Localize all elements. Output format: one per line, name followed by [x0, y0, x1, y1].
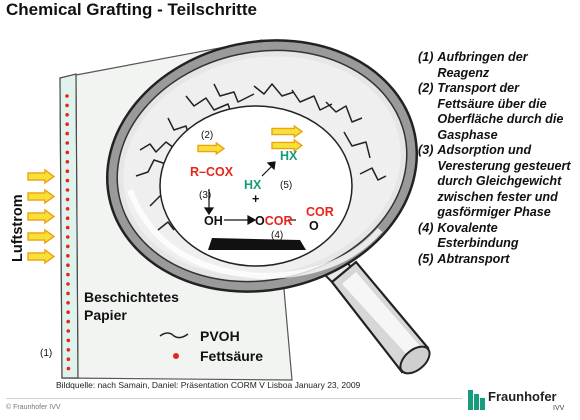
airflow-arrow — [27, 228, 56, 245]
fatty-acid-dot — [66, 301, 70, 305]
fatty-acid-dot — [66, 244, 70, 249]
fatty-acid-dot — [65, 150, 70, 155]
fatty-acid-dot — [66, 254, 70, 258]
step-number: (2) — [418, 81, 434, 95]
step-text: Kovalente Esterbindung — [437, 220, 519, 251]
steps-list: (1)Aufbringen der Reagenz(2)Transport de… — [418, 50, 578, 267]
hx-mid: HX — [244, 178, 262, 192]
step-text: Abtransport — [437, 251, 510, 266]
gas-arrow — [197, 141, 226, 156]
airflow-arrows — [27, 168, 56, 265]
fatty-acid-dot — [66, 272, 70, 277]
fatty-acid-dot — [66, 263, 70, 268]
fatty-acid-dot — [66, 310, 70, 315]
cor-right: COR — [306, 205, 334, 219]
fettsaeure-legend-icon — [173, 353, 179, 359]
ester-formula: OCOR — [255, 214, 293, 228]
logo-sub: IVV — [553, 405, 565, 412]
o-right: O — [309, 219, 319, 233]
fatty-acid-dot — [65, 216, 70, 220]
step-item: (3)Adsorption und Veresterung gesteuert … — [418, 143, 578, 221]
pvoh-legend-icon — [159, 332, 189, 339]
step-number: (4) — [418, 220, 434, 235]
magnifier-handle — [310, 244, 431, 375]
gas-arrow — [271, 124, 304, 139]
fatty-acid-dot — [66, 366, 71, 371]
page-title: Chemical Grafting - Teilschritte — [6, 0, 257, 19]
legend-pvoh-label: PVOH — [200, 328, 240, 344]
reaction-arrows — [203, 161, 296, 226]
fatty-acid-dot — [65, 188, 70, 192]
paper-label-line2: Papier — [84, 307, 127, 323]
fatty-acid-dot — [66, 319, 70, 324]
step-text: Transport der Fettsäure über die Oberflä… — [437, 81, 564, 142]
reagent-formula: R–COX — [190, 165, 234, 179]
fatty-acid-dot — [65, 235, 70, 239]
step-number: (5) — [418, 251, 434, 266]
fatty-acid-dot — [66, 338, 71, 343]
step-number: (3) — [418, 143, 434, 157]
fatty-acid-dot — [65, 169, 70, 173]
step-text: Adsorption und Veresterung gesteuert dur… — [437, 143, 571, 219]
airflow-label: Luftstrom — [10, 194, 26, 262]
oh-label: OH — [204, 214, 223, 228]
fatty-acid-dots — [65, 94, 71, 371]
step5-marker: (5) — [280, 180, 292, 191]
fatty-acid-dot — [65, 225, 70, 230]
fatty-acid-dot — [66, 282, 70, 286]
airflow-arrow — [27, 208, 56, 225]
step3-marker: (3) — [199, 190, 211, 201]
copyright: © Fraunhofer IVV — [6, 404, 61, 411]
airflow-arrow — [27, 188, 56, 205]
legend-fettsaeure-label: Fettsäure — [200, 348, 263, 364]
airflow-arrow — [27, 168, 56, 185]
gas-phase-arrows — [197, 124, 304, 156]
step-number: (1) — [418, 50, 434, 64]
step-item: (2)Transport der Fettsäure über die Ober… — [418, 81, 578, 143]
fatty-acid-dot — [65, 141, 70, 145]
fraunhofer-logo-icon — [468, 390, 485, 410]
fatty-acid-dot — [65, 197, 70, 202]
fatty-acid-dot — [65, 207, 70, 211]
fatty-acid-dot — [65, 94, 69, 98]
fatty-acid-dot — [66, 348, 71, 352]
image-source: Bildquelle: nach Samain, Daniel: Präsent… — [56, 380, 361, 390]
hx-top: HX — [280, 149, 298, 163]
plus-sign: + — [252, 192, 259, 206]
fatty-acid-dot — [65, 113, 69, 117]
paper-label-line1: Beschichtetes — [84, 289, 179, 305]
step-item: (1)Aufbringen der Reagenz — [418, 50, 578, 81]
step1-marker: (1) — [40, 348, 52, 359]
step-text: Aufbringen der Reagenz — [437, 50, 528, 80]
step-item: (5)Abtransport — [418, 252, 578, 268]
fatty-acid-dot — [66, 357, 71, 362]
step-item: (4)Kovalente Esterbindung — [418, 221, 578, 252]
fatty-acid-dot — [65, 131, 69, 136]
logo-name: Fraunhofer — [488, 389, 557, 404]
fatty-acid-dot — [65, 178, 70, 183]
footer-divider — [6, 398, 462, 399]
fatty-acid-dot — [65, 160, 70, 164]
fatty-acid-dot — [66, 291, 70, 296]
fatty-acid-dot — [65, 122, 69, 126]
fatty-acid-dot — [65, 103, 69, 108]
gas-arrow — [271, 138, 304, 153]
fatty-acid-dot — [66, 329, 71, 333]
step2-marker: (2) — [201, 130, 213, 141]
airflow-arrow — [27, 248, 56, 265]
step4-marker: (4) — [271, 230, 283, 241]
